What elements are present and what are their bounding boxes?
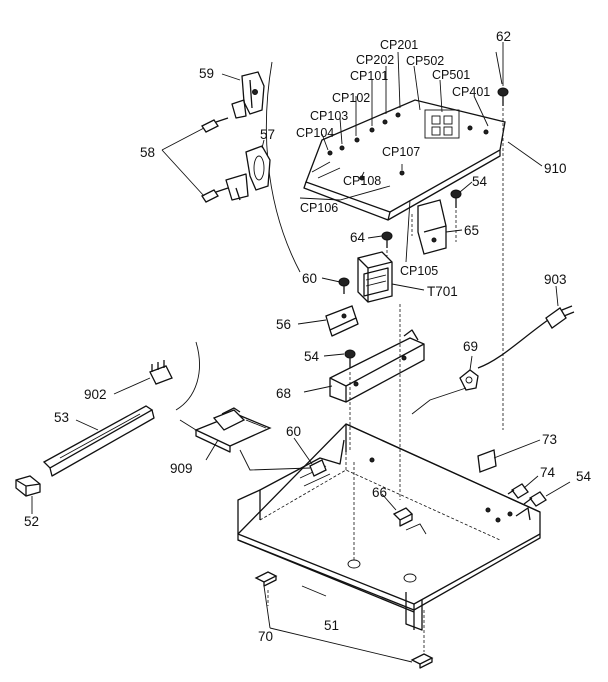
screw-54-lower xyxy=(523,491,547,507)
foot-70-upper xyxy=(254,571,278,587)
strain-relief-69 xyxy=(459,369,479,391)
part-74 xyxy=(507,483,529,499)
label-54-lower: 54 xyxy=(576,469,592,484)
label-903: 903 xyxy=(544,272,567,287)
foot-70-lower xyxy=(410,653,434,669)
label-57: 57 xyxy=(260,127,275,142)
label-cp103: CP103 xyxy=(310,109,348,123)
transformer-t701 xyxy=(357,251,393,303)
label-cp501: CP501 xyxy=(432,68,470,82)
label-56: 56 xyxy=(276,317,291,332)
label-51: 51 xyxy=(324,618,339,633)
label-cp202: CP202 xyxy=(356,53,394,67)
screw-64 xyxy=(381,231,393,248)
label-59: 59 xyxy=(199,66,214,81)
part-labels: 59 58 57 CP201 CP202 CP502 CP101 CP501 C… xyxy=(24,29,592,644)
alignment-lines xyxy=(179,108,504,652)
part-73 xyxy=(477,449,497,473)
label-cp401: CP401 xyxy=(452,85,490,99)
knob-52 xyxy=(15,475,41,497)
background-arc-upper xyxy=(265,61,301,273)
bracket-68 xyxy=(329,329,425,403)
label-cp502: CP502 xyxy=(406,54,444,68)
label-66: 66 xyxy=(372,485,387,500)
screw-54-middle xyxy=(344,349,356,368)
label-910: 910 xyxy=(544,161,567,176)
label-70: 70 xyxy=(258,629,273,644)
leader-lines xyxy=(31,42,571,663)
label-58: 58 xyxy=(140,145,155,160)
bracket-59 xyxy=(231,71,265,119)
label-64: 64 xyxy=(350,230,366,245)
label-902: 902 xyxy=(84,387,107,402)
label-cp106: CP106 xyxy=(300,201,338,215)
label-cp101: CP101 xyxy=(350,69,388,83)
label-54-upper: 54 xyxy=(472,174,488,189)
bracket-65 xyxy=(417,199,447,255)
label-cp102: CP102 xyxy=(332,91,370,105)
screw-60-lower xyxy=(309,459,327,477)
background-arc-left xyxy=(175,341,200,411)
screw-54-upper xyxy=(450,189,462,208)
label-t701: T701 xyxy=(427,284,458,299)
screw-58-upper xyxy=(201,117,229,133)
bracket-57 xyxy=(225,145,271,201)
label-54-middle: 54 xyxy=(304,349,320,364)
label-909: 909 xyxy=(170,461,193,476)
screw-58-lower xyxy=(201,187,229,203)
label-cp201: CP201 xyxy=(380,38,418,52)
label-68: 68 xyxy=(276,386,291,401)
label-60-upper: 60 xyxy=(302,271,317,286)
part-66 xyxy=(392,507,427,535)
part-902 xyxy=(149,360,173,385)
rail-53 xyxy=(42,405,155,477)
label-69: 69 xyxy=(463,339,478,354)
label-73: 73 xyxy=(542,432,557,447)
label-60-lower: 60 xyxy=(286,424,301,439)
label-53: 53 xyxy=(54,410,69,425)
label-65: 65 xyxy=(464,223,479,238)
label-cp104: CP104 xyxy=(296,126,334,140)
label-cp108: CP108 xyxy=(343,174,381,188)
screw-60-upper xyxy=(338,277,350,294)
power-cord-903 xyxy=(477,305,575,369)
screw-62 xyxy=(497,87,509,106)
label-cp107: CP107 xyxy=(382,145,420,159)
label-74: 74 xyxy=(540,465,556,480)
label-62: 62 xyxy=(496,29,511,44)
bracket-56 xyxy=(325,305,359,337)
label-cp105: CP105 xyxy=(400,264,438,278)
label-52: 52 xyxy=(24,514,39,529)
part-909 xyxy=(194,407,272,453)
